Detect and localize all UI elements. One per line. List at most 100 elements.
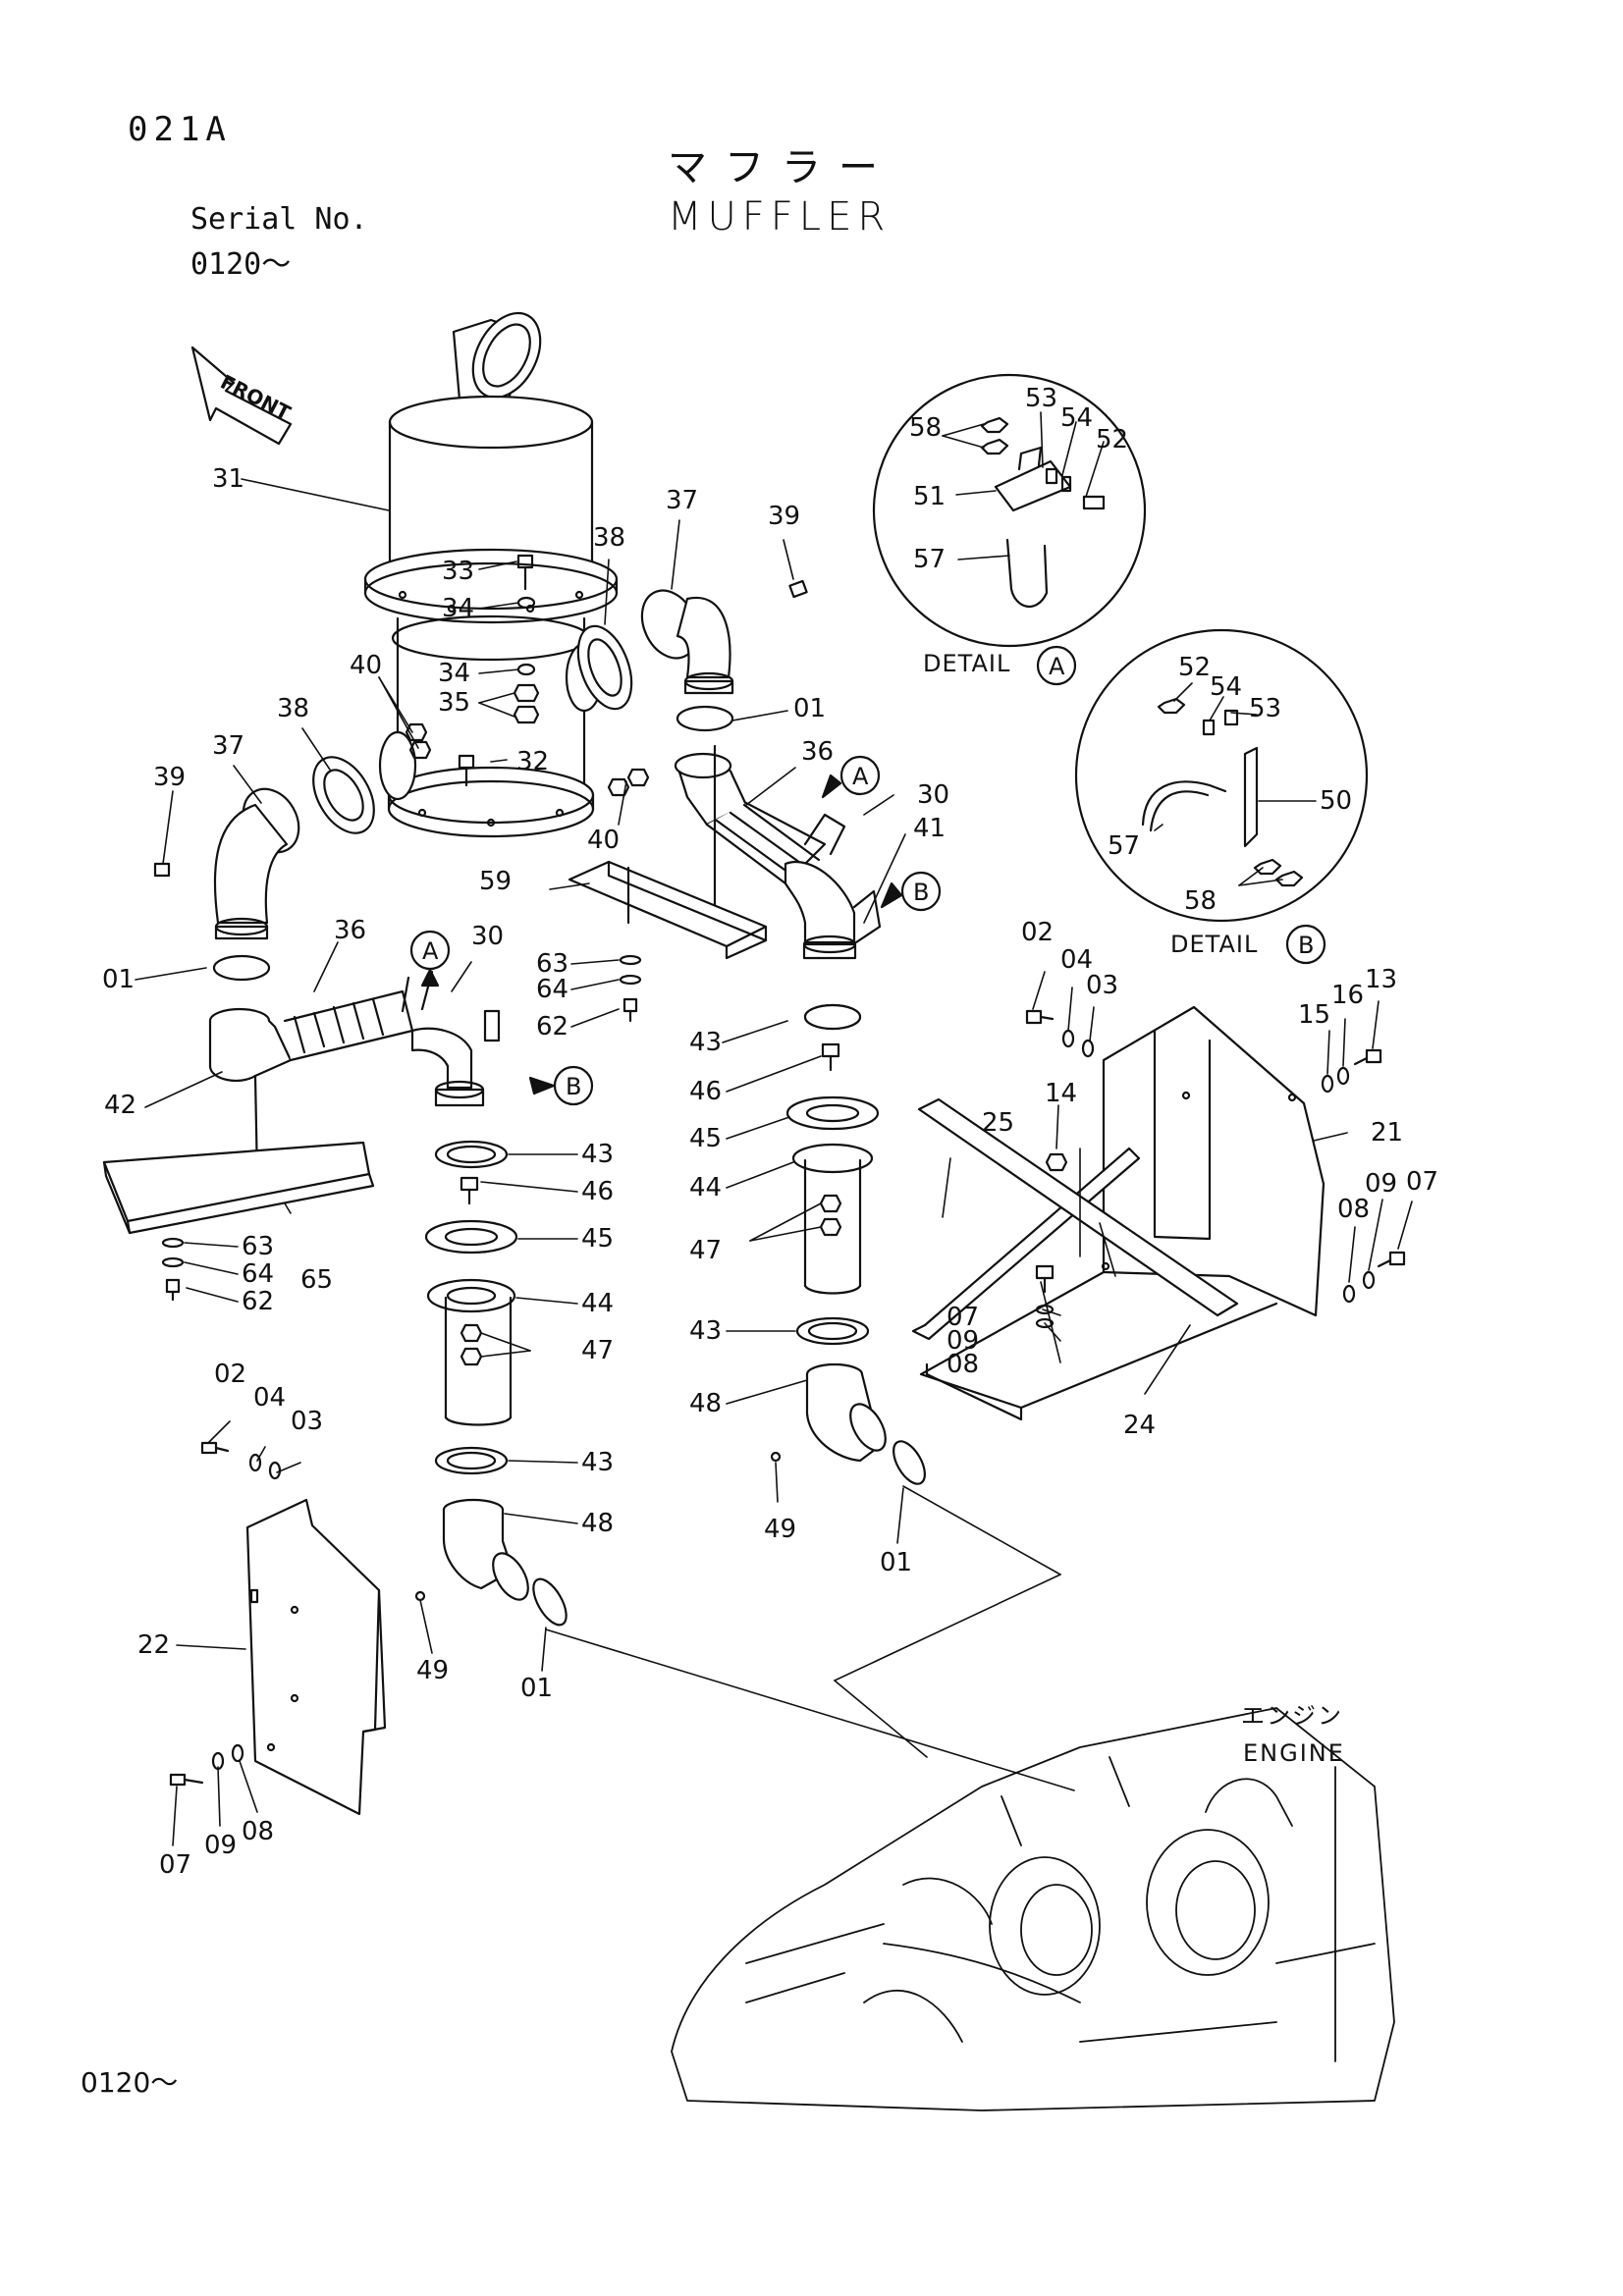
part-label: 02 <box>214 1360 246 1389</box>
part-label: 43 <box>689 1316 722 1346</box>
part-label: 33 <box>442 557 474 586</box>
part-label: 50 <box>1320 786 1352 816</box>
part-label: 49 <box>416 1656 449 1685</box>
part-label: 40 <box>350 651 382 680</box>
part-label: 48 <box>581 1509 614 1538</box>
left-gasket-elbow <box>153 756 375 982</box>
part-label: 57 <box>1108 831 1140 861</box>
serial-range: 0120～ <box>190 247 292 282</box>
part-label: 22 <box>137 1630 170 1660</box>
part-label: 48 <box>689 1389 722 1418</box>
part-label: 09 <box>1365 1169 1397 1199</box>
left-flex-pipe <box>208 970 501 1180</box>
detail-b <box>1074 628 1369 923</box>
serial-label: Serial No. <box>190 202 368 237</box>
part-label: 54 <box>1060 403 1093 433</box>
footer-serial-range: 0120～ <box>81 2066 179 2099</box>
part-number-labels: 31 33 34 34 35 40 38 37 39 38 37 39 01 3… <box>102 384 1438 1880</box>
part-label: 63 <box>536 949 568 979</box>
part-label: 32 <box>516 747 549 776</box>
detail-a-label: DETAIL <box>923 650 1010 677</box>
part-label: 09 <box>947 1326 979 1356</box>
callout-ref-b-left: B <box>528 1065 594 1106</box>
part-label: 65 <box>300 1265 333 1295</box>
leader-lines <box>135 411 1413 1846</box>
part-label: 21 <box>1371 1118 1403 1148</box>
detail-a-circle <box>1036 645 1077 686</box>
part-label: 03 <box>291 1407 323 1436</box>
part-label: 57 <box>913 545 946 574</box>
part-label: 40 <box>587 826 620 855</box>
part-label: 44 <box>689 1173 722 1202</box>
right-middle-stack <box>770 1003 926 1485</box>
tray-59 <box>568 744 768 960</box>
tray-65 <box>102 1141 375 1235</box>
part-label: 43 <box>581 1448 614 1477</box>
part-label: 62 <box>536 1012 568 1041</box>
part-label: 54 <box>1210 672 1242 702</box>
part-label: 08 <box>242 1817 274 1846</box>
detail-a-letter: A <box>1049 653 1065 680</box>
part-label: 64 <box>536 975 568 1004</box>
detail-b-label: DETAIL <box>1170 931 1258 958</box>
svg-text:A: A <box>422 937 439 965</box>
title-english: MUFFLER <box>668 194 892 240</box>
part-label: 07 <box>1406 1167 1438 1197</box>
svg-text:A: A <box>852 763 869 790</box>
part-label: 30 <box>471 922 504 951</box>
callout-ref-b-right: B <box>880 871 942 912</box>
part-label: 45 <box>689 1124 722 1153</box>
front-label: FRONT <box>217 370 295 425</box>
part-label: 42 <box>104 1091 136 1120</box>
part-label: 34 <box>438 659 470 688</box>
part-label: 07 <box>159 1850 191 1880</box>
engine-label-jp: エンジン <box>1241 1702 1343 1730</box>
front-arrow: FRONT <box>190 346 295 446</box>
callout-ref-a-right: A <box>821 755 881 799</box>
right-gasket-elbow <box>576 579 808 732</box>
part-label: 39 <box>768 502 800 531</box>
part-label: 41 <box>913 814 946 843</box>
part-label: 46 <box>581 1177 614 1206</box>
part-label: 01 <box>102 965 135 994</box>
right-flex-pipe <box>674 752 882 1031</box>
part-label: 04 <box>1060 945 1093 975</box>
part-label: 59 <box>479 867 512 896</box>
part-label: 02 <box>1021 918 1054 947</box>
part-label: 58 <box>909 413 942 443</box>
part-label: 13 <box>1365 965 1397 994</box>
part-label: 24 <box>1123 1411 1156 1440</box>
part-label: 03 <box>1086 971 1118 1000</box>
part-label: 08 <box>947 1350 979 1379</box>
part-label: 37 <box>212 731 244 761</box>
part-label: 15 <box>1298 1000 1330 1030</box>
part-label: 44 <box>581 1289 614 1318</box>
part-label: 30 <box>917 780 949 810</box>
part-label: 45 <box>581 1224 614 1254</box>
part-label: 37 <box>666 486 698 515</box>
part-label: 36 <box>801 737 834 767</box>
part-label: 01 <box>793 694 826 723</box>
part-label: 34 <box>442 594 474 623</box>
part-label: 14 <box>1045 1079 1077 1108</box>
title-japanese: マフラー <box>668 145 895 190</box>
part-label: 38 <box>277 694 309 723</box>
part-label: 51 <box>913 482 946 511</box>
part-label: 01 <box>520 1674 553 1703</box>
small-hardware <box>161 954 642 1787</box>
part-label: 09 <box>204 1831 237 1860</box>
part-label: 52 <box>1178 653 1211 682</box>
left-lower-stack <box>414 1140 568 1627</box>
part-label: 07 <box>947 1303 979 1332</box>
part-label: 47 <box>581 1336 614 1365</box>
part-label: 04 <box>253 1383 286 1413</box>
svg-text:B: B <box>566 1073 581 1100</box>
part-label: 63 <box>242 1232 274 1261</box>
svg-text:B: B <box>913 879 929 906</box>
part-label: 43 <box>581 1140 614 1169</box>
part-label: 53 <box>1249 694 1281 723</box>
engine-label-en: ENGINE <box>1243 1739 1345 1767</box>
detail-b-letter: B <box>1298 932 1314 959</box>
page-code: 021A <box>128 110 232 149</box>
